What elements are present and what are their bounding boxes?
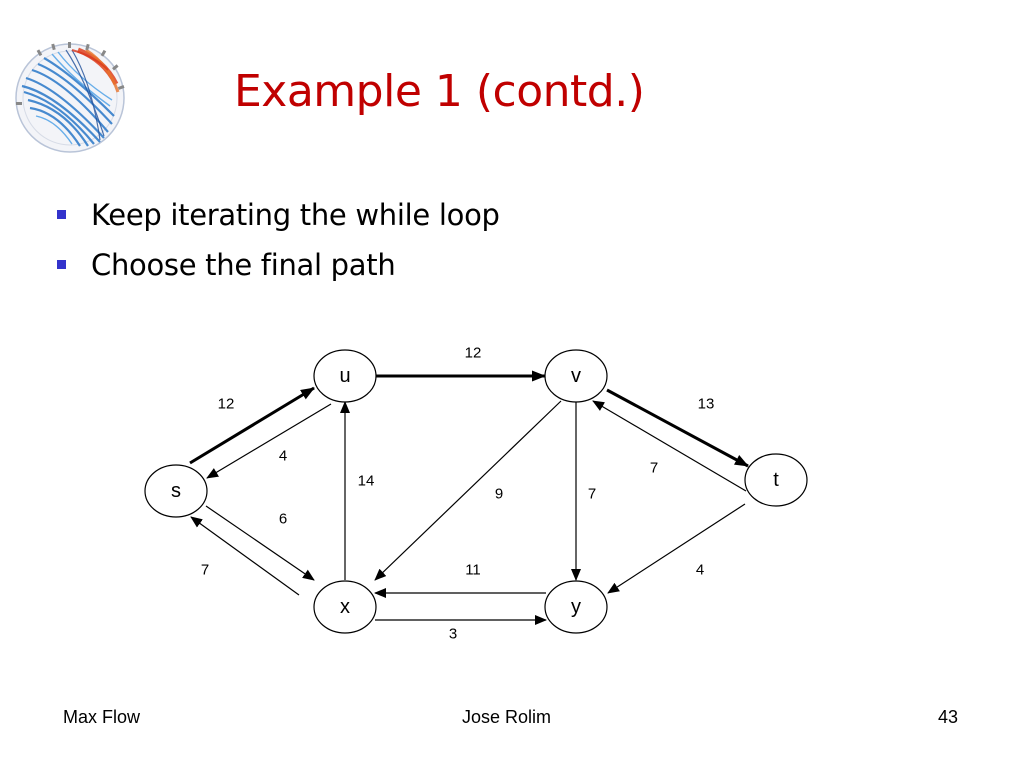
node-label-s: s — [171, 480, 181, 502]
node-v: v — [544, 349, 608, 403]
node-label-y: y — [571, 596, 581, 618]
square-bullet-icon — [57, 210, 66, 219]
node-u: u — [313, 349, 377, 403]
node-t: t — [744, 453, 808, 507]
edge-capacity-label-x-u: 14 — [358, 473, 375, 490]
node-label-x: x — [340, 596, 350, 618]
node-label-t: t — [773, 469, 779, 491]
edge-s-u — [189, 386, 315, 465]
footer-left: Max Flow — [63, 707, 141, 727]
edge-capacity-label-x-s: 7 — [201, 562, 209, 579]
node-ellipse-v — [544, 349, 608, 403]
edge-t-y — [607, 503, 746, 594]
footer-page-number: 43 — [938, 707, 959, 727]
node-ellipse-u — [313, 349, 377, 403]
edge-capacity-label-s-x: 6 — [279, 511, 287, 528]
node-ellipse-y — [544, 580, 608, 634]
square-bullet-icon — [57, 260, 66, 269]
edge-t-v — [592, 400, 747, 492]
node-label-u: u — [339, 365, 350, 387]
edge-capacity-label-y-x: 11 — [465, 562, 481, 579]
edge-layer — [189, 370, 749, 625]
node-ellipse-t — [744, 453, 808, 507]
edge-capacity-label-v-x: 9 — [495, 486, 503, 503]
edge-capacity-label-u-v: 12 — [465, 345, 482, 362]
edge-v-x — [374, 400, 562, 581]
node-ellipse-s — [144, 464, 208, 518]
node-layer: u v s t x y — [144, 349, 808, 634]
node-ellipse-x — [313, 580, 377, 634]
node-label-v: v — [571, 365, 581, 387]
edge-capacity-label-t-v: 7 — [650, 460, 658, 477]
edge-capacity-label-x-y: 3 — [449, 626, 457, 643]
edge-capacity-label-u-s: 4 — [279, 448, 287, 465]
edge-s-x — [205, 505, 315, 581]
bullet-text: Choose the final path — [91, 248, 396, 282]
edge-x-s — [190, 516, 300, 596]
slide-title: Example 1 (contd.) — [234, 66, 645, 117]
footer-center: Jose Rolim — [462, 707, 552, 727]
node-y: y — [544, 580, 608, 634]
edge-capacity-label-v-t: 13 — [698, 396, 715, 413]
edge-u-s — [206, 403, 332, 479]
bullet-text: Keep iterating the while loop — [91, 198, 500, 232]
label-layer: 12 12 4 14 6 7 9 7 13 7 4 11 3 — [201, 345, 715, 643]
logo-icon — [15, 42, 125, 153]
node-x: x — [313, 580, 377, 634]
edge-capacity-label-t-y: 4 — [696, 562, 704, 579]
edge-capacity-label-s-u: 12 — [218, 396, 235, 413]
edge-capacity-label-v-y: 7 — [588, 486, 596, 503]
edge-v-t — [606, 388, 749, 468]
node-s: s — [144, 464, 208, 518]
